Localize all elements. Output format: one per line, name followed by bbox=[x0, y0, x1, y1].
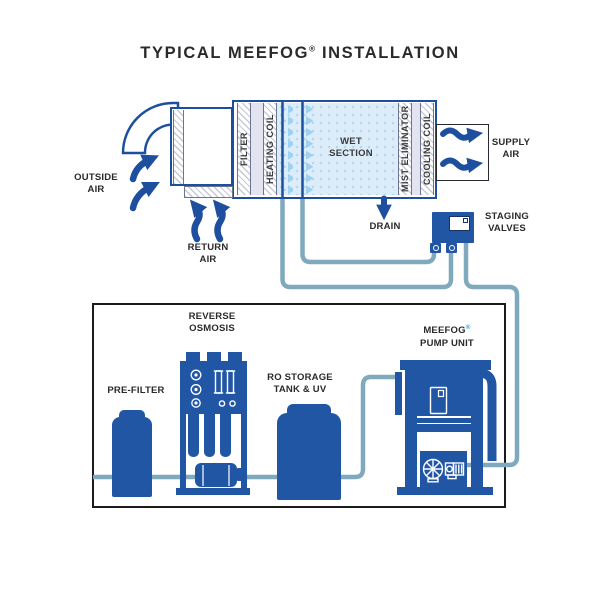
wet-section-area bbox=[277, 102, 398, 195]
outside-air-arrows-icon bbox=[129, 154, 160, 212]
registered-mark-icon-blue: ® bbox=[465, 324, 471, 331]
reverse-osmosis-label: REVERSE OSMOSIS bbox=[188, 311, 236, 335]
staging-valve-indicator bbox=[462, 217, 468, 223]
cooling-coil-strip bbox=[420, 102, 434, 195]
ro-leg-left bbox=[180, 414, 186, 490]
ro-top-tab-1 bbox=[186, 352, 200, 362]
title-text-2: INSTALLATION bbox=[321, 44, 460, 62]
water-skid-enclosure bbox=[92, 303, 506, 508]
pump-unit-label: MEEFOG® PUMP UNIT bbox=[414, 324, 480, 350]
pump-unit-top-bar bbox=[400, 360, 491, 370]
fog-manifolds bbox=[281, 102, 313, 197]
pump-unit-label-line2: PUMP UNIT bbox=[420, 337, 474, 349]
staging-valve-port-1 bbox=[430, 243, 441, 253]
ro-gauges-icon bbox=[190, 369, 202, 408]
staging-valves-label: STAGING VALVES bbox=[485, 211, 529, 235]
pipe-stage1-line bbox=[300, 199, 437, 265]
registered-mark-icon: ® bbox=[309, 44, 315, 54]
return-air-label: RETURN AIR bbox=[187, 242, 229, 266]
mist-eliminator-strip bbox=[398, 102, 412, 195]
ro-membrane-tube-2 bbox=[204, 410, 215, 457]
ro-membrane-tube-1 bbox=[188, 410, 199, 457]
ro-leg-right bbox=[241, 414, 247, 490]
staging-valve-port-2 bbox=[446, 243, 457, 253]
page-title: TYPICAL MEEFOG® INSTALLATION bbox=[0, 44, 600, 63]
pump-unit-brand: MEEFOG bbox=[423, 325, 466, 337]
heating-coil-strip bbox=[263, 102, 277, 195]
supply-air-arrows-icon bbox=[440, 127, 484, 174]
motor-icon bbox=[444, 462, 465, 480]
fan-icon bbox=[422, 458, 444, 483]
ro-top-tab-3 bbox=[228, 352, 242, 362]
pipe-pump-feed-line bbox=[463, 242, 520, 468]
ro-membrane-tube-3 bbox=[220, 410, 231, 457]
ro-pump-seams bbox=[202, 465, 230, 486]
pump-unit-label-line1: MEEFOG® bbox=[414, 324, 480, 338]
nozzle-spray-icons bbox=[284, 105, 293, 197]
pre-filter-label: PRE-FILTER bbox=[107, 385, 165, 396]
pipe-water-main-line bbox=[93, 374, 398, 480]
control-cabinet-icon bbox=[429, 386, 448, 415]
pump-unit-base bbox=[397, 487, 493, 495]
ro-vessel-icons bbox=[213, 370, 236, 407]
nozzle-spray-icons-2 bbox=[304, 105, 313, 197]
heating-coil-label: HEATING COIL bbox=[265, 113, 275, 184]
intake-scoop bbox=[121, 101, 180, 155]
pump-unit-panel-seam bbox=[411, 416, 475, 418]
outside-air-label: OUTSIDE AIR bbox=[74, 172, 118, 196]
ro-pump-body bbox=[195, 463, 237, 487]
pre-filter-tank bbox=[112, 417, 152, 497]
mist-eliminator-label: MIST ELIMINATOR bbox=[400, 105, 410, 192]
coil-gap-strip-2 bbox=[412, 102, 420, 195]
filter-strip bbox=[237, 102, 251, 195]
title-text: TYPICAL MEEFOG bbox=[140, 44, 310, 62]
outside-air-damper bbox=[172, 109, 184, 184]
return-air-damper bbox=[184, 186, 233, 198]
ro-pump-nub bbox=[237, 468, 244, 481]
ro-base bbox=[176, 488, 250, 495]
coil-gap-strip bbox=[251, 102, 263, 195]
pump-unit-crossbar bbox=[405, 424, 483, 432]
wet-section-label: WET SECTION bbox=[329, 136, 373, 160]
filter-label: FILTER bbox=[239, 131, 249, 166]
return-air-arrows-icon bbox=[189, 199, 231, 243]
ro-storage-label: RO STORAGE TANK & UV bbox=[267, 372, 333, 396]
supply-air-label: SUPPLY AIR bbox=[491, 137, 531, 161]
pipe-stage2-line bbox=[280, 199, 454, 290]
pump-unit-inlet-tab bbox=[395, 372, 402, 415]
storage-tank bbox=[277, 413, 341, 500]
ro-top-tab-2 bbox=[207, 352, 221, 362]
drain-label: DRAIN bbox=[369, 221, 401, 232]
cooling-coil-label: COOLING COIL bbox=[422, 112, 432, 185]
pre-filter-tank-cap bbox=[119, 410, 145, 420]
